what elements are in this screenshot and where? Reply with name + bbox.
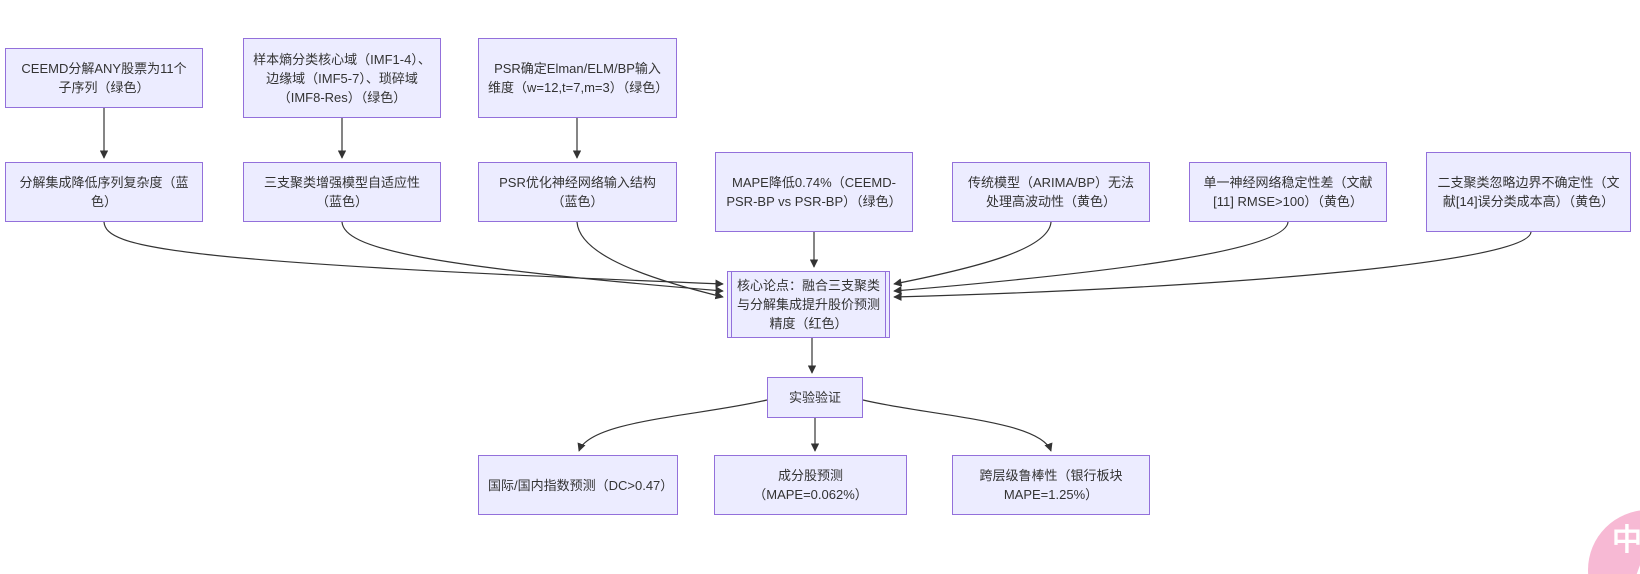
node-experiment-validation: 实验验证 <box>767 377 863 418</box>
edge-a6-b <box>893 221 1289 295</box>
edge-a1-b <box>103 221 724 288</box>
node-index-prediction: 国际/国内指数预测（DC>0.47） <box>478 455 678 515</box>
node-traditional-model-limit: 传统模型（ARIMA/BP）无法处理高波动性（黄色） <box>952 162 1150 222</box>
translate-button-latin-glyph: A <box>1636 550 1640 574</box>
node-ceemd-decompose: CEEMD分解ANY股票为11个子序列（绿色） <box>5 48 203 108</box>
node-decompose-reduce-complexity: 分解集成降低序列复杂度（蓝色） <box>5 162 203 222</box>
node-core-thesis: 核心论点：融合三支聚类与分解集成提升股价预测精度（红色） <box>727 271 890 338</box>
edge-c-d1 <box>577 399 768 452</box>
node-psr-input-dimension: PSR确定Elman/ELM/BP输入维度（w=12,t=7,m=3）（绿色） <box>478 38 677 118</box>
translate-button[interactable]: 中 A <box>1588 510 1640 574</box>
node-mape-reduction: MAPE降低0.74%（CEEMD-PSR-BP vs PSR-BP）（绿色） <box>715 152 913 232</box>
node-psr-optimize-structure: PSR优化神经网络输入结构（蓝色） <box>478 162 677 222</box>
translate-button-cjk-glyph: 中 <box>1612 524 1640 557</box>
edge-a7-b <box>893 231 1532 301</box>
node-three-way-adaptivity: 三支聚类增强模型自适应性（蓝色） <box>243 162 441 222</box>
edge-c-d3 <box>862 399 1053 452</box>
node-single-nn-instability: 单一神经网络稳定性差（文献[11] RMSE>100）（黄色） <box>1189 162 1387 222</box>
node-two-way-cluster-limit: 二支聚类忽略边界不确定性（文献[14]误分类成本高）（黄色） <box>1426 152 1631 232</box>
edge-a5-b <box>893 221 1052 287</box>
edge-a2-b <box>341 221 724 295</box>
node-constituent-prediction: 成分股预测（MAPE=0.062%） <box>714 455 907 515</box>
node-cross-level-robustness: 跨层级鲁棒性（银行板块MAPE=1.25%） <box>952 455 1150 515</box>
edge-a3-b <box>576 221 724 300</box>
node-sample-entropy-classify: 样本熵分类核心域（IMF1-4）、边缘域（IMF5-7）、琐碎域（IMF8-Re… <box>243 38 441 118</box>
